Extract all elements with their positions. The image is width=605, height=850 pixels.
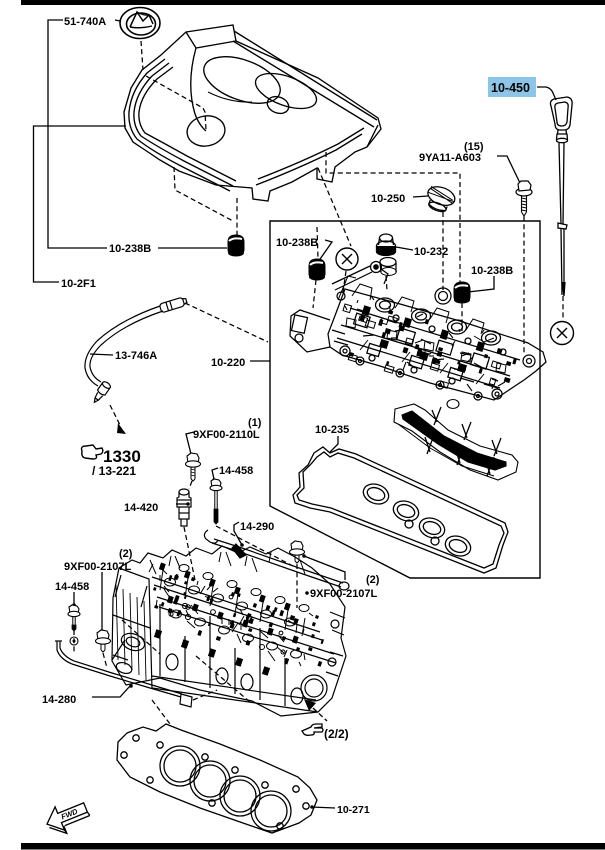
svg-text:14-290: 14-290 xyxy=(240,521,274,533)
svg-text:14-458: 14-458 xyxy=(55,581,89,593)
svg-text:9XF00-2107L: 9XF00-2107L xyxy=(64,561,132,573)
svg-text:10-238B: 10-238B xyxy=(471,265,513,277)
svg-text:(1): (1) xyxy=(248,417,262,429)
svg-text:10-450: 10-450 xyxy=(491,81,530,95)
svg-text:51-740A: 51-740A xyxy=(64,16,106,28)
svg-text:9XF00-2110L: 9XF00-2110L xyxy=(193,429,260,441)
svg-text:10-238B: 10-238B xyxy=(276,237,318,249)
svg-text:10-271: 10-271 xyxy=(337,804,370,816)
svg-text:10-250: 10-250 xyxy=(371,193,405,205)
svg-text:10-220: 10-220 xyxy=(211,357,245,369)
svg-text:(15): (15) xyxy=(464,141,484,153)
svg-text:10-235: 10-235 xyxy=(315,424,349,436)
svg-text:14-280: 14-280 xyxy=(42,694,76,706)
svg-text:10-238B: 10-238B xyxy=(109,243,151,255)
svg-text:10-232: 10-232 xyxy=(414,246,448,258)
svg-text:9YA11-A603: 9YA11-A603 xyxy=(419,152,481,164)
svg-text:13-746A: 13-746A xyxy=(115,350,157,362)
svg-text:9XF00-2107L: 9XF00-2107L xyxy=(310,588,378,600)
svg-text:10-2F1: 10-2F1 xyxy=(61,278,96,290)
svg-text:14-458: 14-458 xyxy=(219,465,253,477)
svg-text:(2): (2) xyxy=(366,574,380,586)
svg-text:(2): (2) xyxy=(119,548,133,560)
svg-text:1330: 1330 xyxy=(103,447,141,466)
svg-text:14-420: 14-420 xyxy=(124,502,158,514)
svg-text:/ 13-221: / 13-221 xyxy=(92,464,136,478)
svg-text:(2/2): (2/2) xyxy=(324,727,349,741)
